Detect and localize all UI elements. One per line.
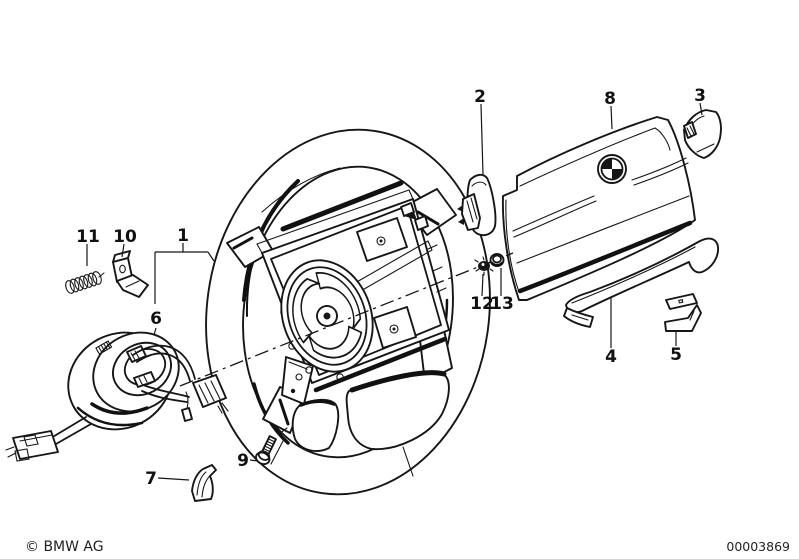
drawing-number: 00003869 [726, 539, 790, 554]
retaining-clip-drawing [112, 250, 149, 298]
screw-drawing [255, 427, 288, 466]
callout-label-2[interactable]: 2 [474, 87, 486, 107]
callout-label-8[interactable]: 8 [604, 89, 616, 109]
callout-leader-6 [153, 327, 157, 336]
callout-label-10[interactable]: 10 [113, 227, 137, 247]
spoke-ur-shade [416, 210, 440, 226]
plate-boss-lower [373, 306, 417, 349]
callout-label-1[interactable]: 1 [177, 226, 189, 246]
plate-bottom-shadow [313, 336, 448, 393]
lower-trim-drawing [563, 237, 719, 328]
hook-shadow [404, 212, 417, 220]
callout-label-11[interactable]: 11 [76, 227, 100, 247]
pad-clip-drawing [457, 173, 497, 237]
cable-upper-2 [136, 352, 191, 382]
flap-bolt-dot [290, 388, 296, 394]
kidney-right-shade [349, 370, 447, 393]
boss-lower-bolt-dot [392, 327, 396, 331]
spoke-ul-shade [232, 236, 254, 250]
callout-leader-1 [154, 243, 215, 304]
drum-contact-2 [133, 371, 156, 388]
flap-line [288, 361, 308, 370]
rim-speed-line [261, 167, 341, 213]
boss-upper-bolt [376, 236, 386, 246]
cover-bottom-shadow [517, 220, 693, 294]
callout-leader-8 [610, 105, 613, 130]
drum-shade-outer [76, 406, 144, 427]
callout-leader-12 [481, 273, 484, 297]
cover-groove-2 [516, 195, 690, 264]
drum-stud [95, 340, 113, 355]
kidney-left-shade [299, 399, 336, 407]
boss-upper-bolt-dot [379, 239, 383, 243]
spring-drawing [65, 271, 105, 294]
cross-bar-shadow [280, 180, 404, 232]
cable-lower [142, 384, 190, 398]
cable-lower-2 [141, 390, 188, 403]
callout-label-9[interactable]: 9 [237, 451, 249, 471]
bmw-roundel-icon [597, 154, 627, 184]
steering-wheel-drawing [205, 128, 491, 496]
callout-label-7[interactable]: 7 [145, 469, 157, 489]
cover-top-band [519, 127, 671, 187]
corner-cap-drawing [683, 109, 722, 159]
cover-groove-1 [512, 157, 687, 232]
callout-leader-2 [480, 103, 484, 176]
callout-label-6[interactable]: 6 [150, 309, 162, 329]
airbag-cover-drawing [501, 116, 696, 301]
cap-nut-drawing [489, 253, 505, 267]
callout-leader-9 [249, 459, 259, 462]
callout-leader-7 [157, 477, 190, 481]
hub-opening [280, 259, 374, 373]
contact-bracket-drawing [191, 464, 217, 502]
kidney-opening-left [291, 398, 340, 452]
callout-labels: 1 2 3 4 5 6 7 8 9 10 11 12 13 [76, 86, 706, 489]
rim-seam-right [402, 446, 414, 477]
contact-ring-drawing [5, 331, 229, 462]
cover-groove-1b [513, 162, 689, 238]
callout-leader-3 [699, 102, 703, 116]
flap-hole [295, 373, 303, 381]
callout-label-5[interactable]: 5 [670, 345, 682, 365]
spoke-ll-shade [278, 398, 290, 426]
column-axis-line [179, 252, 514, 387]
plate-diagonal-rib [354, 240, 433, 293]
callout-label-12[interactable]: 12 [470, 294, 494, 314]
callout-leaders [86, 102, 703, 481]
callout-label-13[interactable]: 13 [490, 294, 514, 314]
drum-shade-inner [90, 402, 149, 415]
stalk [50, 416, 92, 445]
callout-label-4[interactable]: 4 [605, 347, 617, 367]
plate-boss-upper [356, 217, 408, 262]
upper-cross-bar [256, 189, 414, 254]
copyright-text: © BMW AG [25, 539, 104, 555]
rim-seam-left [270, 440, 284, 465]
plate-right-rungs [427, 244, 447, 293]
cable-upper [132, 344, 196, 380]
drop-wire-plug [181, 407, 193, 422]
callout-label-3[interactable]: 3 [694, 86, 706, 106]
boss-lower-bolt [389, 324, 399, 334]
hub-turbine [292, 271, 363, 359]
v-clip-drawing [664, 293, 702, 332]
plate-hook-2 [414, 215, 429, 231]
callout-leader-10 [121, 243, 125, 258]
footer: © BMW AG 00003869 [25, 539, 790, 555]
